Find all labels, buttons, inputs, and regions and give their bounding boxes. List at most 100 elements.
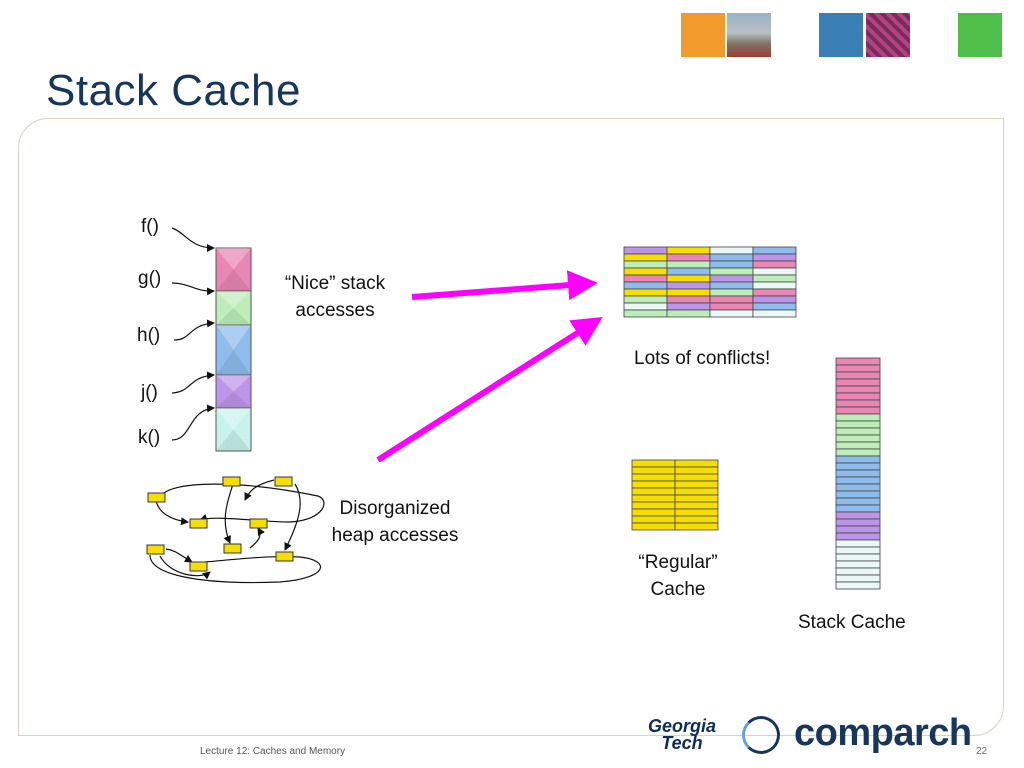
regular-cache-line <box>631 480 676 489</box>
conflict-cache-line <box>666 246 711 255</box>
stack-cache-line <box>835 483 881 492</box>
pointer-h <box>173 319 215 341</box>
conflict-cache-line <box>752 281 797 290</box>
conflict-cache-line <box>752 253 797 262</box>
stack-frame <box>215 407 252 452</box>
heap-node <box>274 476 293 487</box>
stack-cache-line <box>835 420 881 429</box>
stack-cache-line <box>835 455 881 464</box>
regular-cache-line <box>631 487 676 496</box>
conflict-cache-line <box>752 295 797 304</box>
stack-cache-line <box>835 385 881 394</box>
stack-cache-line <box>835 581 881 590</box>
nice-access-arrow <box>411 270 598 301</box>
stack-cache-line <box>835 441 881 450</box>
stack-frame-bevel <box>216 429 251 451</box>
stack-cache-line <box>835 399 881 408</box>
pointer-g <box>171 282 215 296</box>
comparch-logo: comparch <box>794 712 972 754</box>
conflict-cache-line <box>623 281 668 290</box>
stack-cache-line <box>835 434 881 443</box>
regular-cache-line <box>674 473 719 482</box>
conflict-cache-line <box>666 302 711 311</box>
stack-cache-line <box>835 462 881 471</box>
disorganized-heap-label: Disorganized heap accesses <box>325 495 465 549</box>
stack-cache-line <box>835 532 881 541</box>
conflict-cache-line <box>709 309 754 318</box>
conflict-cache-line <box>709 281 754 290</box>
stack-cache-line <box>835 490 881 499</box>
heap-edge <box>155 499 189 526</box>
conflict-cache-line <box>623 302 668 311</box>
stack-cache-line <box>835 560 881 569</box>
regular-cache-line <box>631 515 676 524</box>
heap-node <box>275 551 294 562</box>
regular-cache <box>631 459 719 531</box>
slide-title: Stack Cache <box>46 66 301 115</box>
conflict-cache-line <box>752 274 797 283</box>
stack-cache <box>835 357 881 590</box>
stack-frame <box>215 324 252 376</box>
function-label-h: h() <box>137 325 161 346</box>
stack-frame-bevel <box>216 248 251 270</box>
heap-nodes <box>146 476 294 572</box>
regular-cache-label: “Regular” Cache <box>618 549 738 603</box>
stack-frame-bevel <box>216 269 251 291</box>
heap-edge <box>165 548 193 563</box>
regular-cache-line <box>674 494 719 503</box>
conflict-cache-line <box>709 253 754 262</box>
regular-cache-line <box>674 508 719 517</box>
regular-cache-line <box>631 459 676 468</box>
regular-cache-line <box>631 494 676 503</box>
stack-cache-label: Stack Cache <box>798 612 906 633</box>
conflict-cache-line <box>752 260 797 269</box>
regular-cache-line <box>631 508 676 517</box>
heap-node <box>223 543 242 554</box>
building-photo-tile <box>727 13 771 57</box>
page-number: 22 <box>976 746 988 757</box>
conflict-cache-line <box>709 295 754 304</box>
heap-access-arrow <box>376 316 603 463</box>
stack-cache-line <box>835 413 881 422</box>
regular-cache-line <box>674 459 719 468</box>
stack-frame-bevel <box>216 350 251 375</box>
orange-tile <box>681 13 725 57</box>
nice-stack-line-1: “Nice” stack <box>284 273 386 294</box>
stack-frames <box>215 247 252 452</box>
conflict-cache-line <box>752 288 797 297</box>
regular-cache-line <box>631 501 676 510</box>
stack-cache-line <box>835 378 881 387</box>
heap-node <box>249 518 268 529</box>
conflict-cache-line <box>623 274 668 283</box>
pointer-k <box>171 404 215 441</box>
function-label-f: f() <box>141 216 159 237</box>
content-frame <box>18 118 1004 736</box>
conflict-cache-line <box>623 246 668 255</box>
conflict-cache-line <box>666 260 711 269</box>
stack-cache-line <box>835 469 881 478</box>
stack-cache-line <box>835 518 881 527</box>
pointer-f <box>171 227 215 252</box>
conflict-cache-line <box>623 253 668 262</box>
disorganized-line-1: Disorganized <box>339 498 451 519</box>
function-label-g: g() <box>138 268 162 289</box>
stack-cache-line <box>835 539 881 548</box>
stack-frame-bevel <box>216 375 251 392</box>
stack-cache-line <box>835 567 881 576</box>
function-pointers <box>171 227 215 441</box>
heap-edges <box>149 479 325 584</box>
stack-cache-line <box>835 476 881 485</box>
circuit-photo-tile <box>866 13 910 57</box>
conflict-cache-line <box>709 288 754 297</box>
stack-frame-bevel <box>216 325 251 350</box>
stack-frame-bevel <box>216 391 251 408</box>
conflict-cache-line <box>709 274 754 283</box>
heap-node <box>147 492 166 503</box>
stack-cache-line <box>835 525 881 534</box>
regular-cache-line-1: “Regular” <box>638 552 718 573</box>
conflict-cache-line <box>709 267 754 276</box>
conflict-cache-line <box>666 274 711 283</box>
blue-tile <box>819 13 863 57</box>
heap-edge <box>159 483 325 523</box>
